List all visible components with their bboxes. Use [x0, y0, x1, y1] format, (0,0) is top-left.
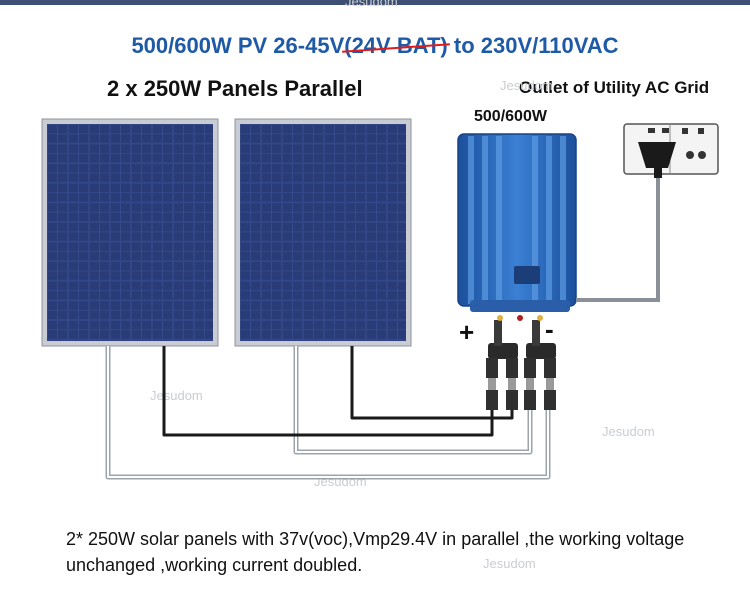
panels-label: 2 x 250W Panels Parallel: [107, 76, 363, 101]
positive-wires: [105, 346, 551, 480]
negative-wires: [162, 346, 514, 437]
negative-terminal-label: -: [545, 314, 554, 344]
watermark: Jesudom: [345, 0, 398, 9]
solar-panel-1: [41, 118, 219, 347]
title-suffix: to 230V/110VAC: [447, 33, 619, 58]
description-text: 2* 250W solar panels with 37v(voc),Vmp29…: [66, 529, 685, 575]
watermark: Jesudom: [500, 78, 553, 93]
watermark: Jesudom: [602, 424, 655, 439]
wall-outlet: [623, 123, 719, 178]
mc4-branch-connectors: [486, 320, 556, 410]
outlet-label: Outlet of Utility AC Grid: [519, 78, 710, 97]
ac-cable: [576, 176, 660, 302]
grid-tie-inverter: [457, 133, 577, 321]
title-prefix: 500/600W PV 26-45V: [131, 33, 345, 58]
page-title: 500/600W PV 26-45V(24V BAT) to 230V/110V…: [0, 33, 750, 59]
inverter-power-label: 500/600W: [474, 108, 547, 125]
title-struck-text: (24V BAT): [344, 33, 448, 58]
top-bar: [0, 0, 750, 5]
watermark: Jesudom: [483, 556, 536, 571]
solar-panel-2: [234, 118, 412, 347]
positive-terminal-label: +: [459, 317, 475, 347]
